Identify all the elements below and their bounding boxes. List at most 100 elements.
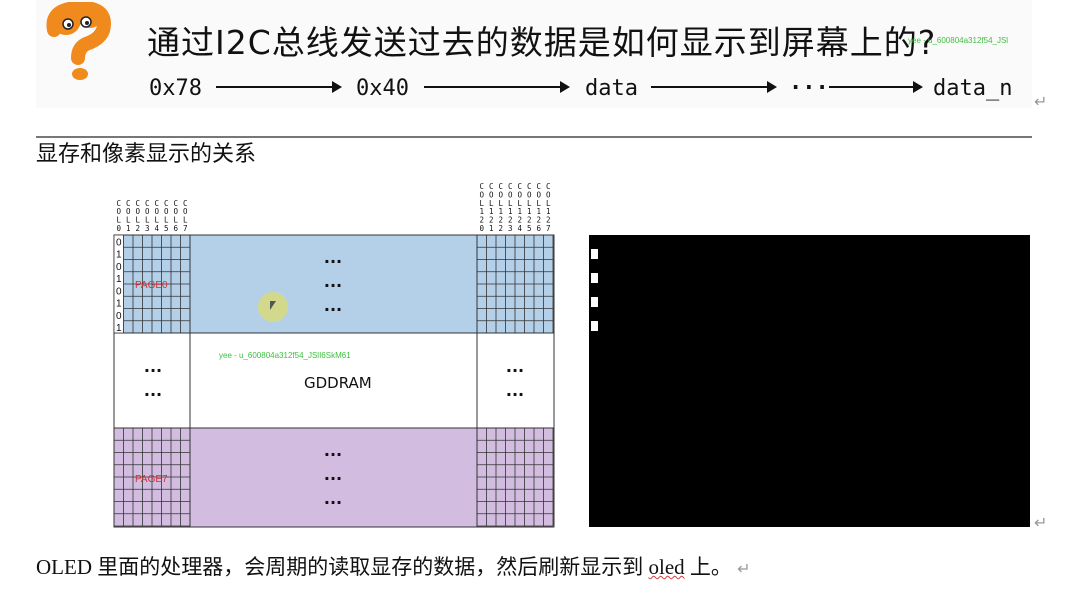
col-header-char: C bbox=[173, 199, 178, 208]
col-header-char: L bbox=[126, 216, 131, 225]
col-header-char: 2 bbox=[479, 216, 484, 225]
col-header-char: C bbox=[154, 199, 159, 208]
col-header-char: 1 bbox=[517, 207, 522, 216]
col-header-char: 1 bbox=[489, 224, 494, 233]
col-header-char: L bbox=[164, 216, 169, 225]
return-mark-icon: ↵ bbox=[1034, 513, 1048, 532]
sequence-item-0: 0x78 bbox=[149, 76, 202, 101]
section-heading: 显存和像素显示的关系 bbox=[36, 142, 257, 167]
col-header-char: O bbox=[527, 190, 532, 199]
col-header-char: O bbox=[508, 190, 513, 199]
col-header-char: O bbox=[173, 207, 178, 216]
slide-title: 通过I2C总线发送过去的数据是如何显示到屏幕上的? bbox=[147, 23, 937, 62]
col-header-char: 3 bbox=[145, 224, 150, 233]
col-header-char: 0 bbox=[479, 224, 484, 233]
col-header-char: O bbox=[154, 207, 159, 216]
col-header-char: O bbox=[517, 190, 522, 199]
col-header-char: C bbox=[116, 199, 121, 208]
bit-value: 0 bbox=[116, 237, 122, 248]
col-header-char: 4 bbox=[154, 224, 159, 233]
ellipsis-left: ······ bbox=[143, 361, 163, 404]
watermark: yee - u_600804a312f54_JSlI6SkM61 bbox=[219, 351, 351, 360]
page0-label: PAGE0 bbox=[135, 280, 168, 291]
col-header-char: L bbox=[508, 199, 513, 208]
middle-left-block bbox=[114, 333, 190, 428]
col-header-char: L bbox=[173, 216, 178, 225]
col-header-char: 1 bbox=[546, 207, 551, 216]
col-header-char: 2 bbox=[135, 224, 140, 233]
lit-pixel bbox=[591, 321, 598, 331]
col-header-char: L bbox=[154, 216, 159, 225]
col-header-char: L bbox=[546, 199, 551, 208]
col-header-char: 1 bbox=[536, 207, 541, 216]
body-text-start: OLED 里面的处理器，会周期的读取显存的数据，然后刷新显示到 bbox=[36, 555, 649, 579]
middle-right-block bbox=[477, 333, 554, 428]
body-text-end: 上。 bbox=[684, 555, 732, 579]
page7-band bbox=[114, 428, 554, 527]
col-header-char: 5 bbox=[164, 224, 169, 233]
sequence-item-2: data bbox=[585, 76, 638, 101]
col-header-char: 1 bbox=[126, 224, 131, 233]
col-header-char: L bbox=[116, 216, 121, 225]
col-header-char: C bbox=[479, 182, 484, 191]
arrow-icon bbox=[829, 81, 923, 93]
col-header-char: L bbox=[479, 199, 484, 208]
col-header-char: 7 bbox=[183, 224, 188, 233]
col-header-char: C bbox=[164, 199, 169, 208]
arrow-icon bbox=[216, 81, 342, 93]
col-header-char: 4 bbox=[517, 224, 522, 233]
col-header-char: L bbox=[183, 216, 188, 225]
col-header-char: O bbox=[546, 190, 551, 199]
ellipsis-page7: ········· bbox=[323, 445, 343, 512]
bit-value: 1 bbox=[116, 250, 122, 261]
col-header-char: 2 bbox=[517, 216, 522, 225]
bit-value: 1 bbox=[116, 274, 122, 285]
bit-column bbox=[113, 234, 124, 334]
col-header-char: 2 bbox=[546, 216, 551, 225]
gddram-grid: 01010101COL0COL1COL2COL3COL4COL5COL6COL7… bbox=[113, 182, 555, 528]
lit-pixel bbox=[591, 297, 598, 307]
col-header-char: O bbox=[135, 207, 140, 216]
col-header-char: C bbox=[546, 182, 551, 191]
col-header-char: O bbox=[498, 190, 503, 199]
lit-pixel bbox=[591, 249, 598, 259]
col-header-char: O bbox=[489, 190, 494, 199]
watermark: yee - u_600804a312f54_JSl bbox=[908, 36, 1009, 45]
col-header-char: 3 bbox=[508, 224, 513, 233]
col-header-char: 2 bbox=[498, 224, 503, 233]
sequence-item-1: 0x40 bbox=[356, 76, 409, 101]
col-header-char: O bbox=[145, 207, 150, 216]
arrow-icon bbox=[424, 81, 570, 93]
col-header-char: C bbox=[508, 182, 513, 191]
col-header-char: C bbox=[489, 182, 494, 191]
body-paragraph: OLED 里面的处理器，会周期的读取显存的数据，然后刷新显示到 oled 上。 … bbox=[36, 551, 751, 581]
col-header-char: L bbox=[489, 199, 494, 208]
col-header-char: L bbox=[498, 199, 503, 208]
col-header-char: 1 bbox=[498, 207, 503, 216]
bit-value: 1 bbox=[116, 299, 122, 310]
col-header-char: 7 bbox=[546, 224, 551, 233]
ellipsis-page0: ········· bbox=[323, 252, 343, 319]
gddram-label: GDDRAM bbox=[304, 374, 372, 392]
col-header-char: L bbox=[135, 216, 140, 225]
bit-value: 0 bbox=[116, 286, 122, 297]
col-header-char: O bbox=[126, 207, 131, 216]
col-header-char: 1 bbox=[479, 207, 484, 216]
divider bbox=[36, 136, 1032, 138]
bit-value: 0 bbox=[116, 262, 122, 273]
col-header-char: O bbox=[536, 190, 541, 199]
oled-screen bbox=[589, 235, 1030, 527]
col-header-char: 0 bbox=[116, 224, 121, 233]
mouse-cursor-icon bbox=[258, 292, 288, 322]
col-header-char: C bbox=[536, 182, 541, 191]
bit-value: 0 bbox=[116, 311, 122, 322]
col-header-char: 5 bbox=[527, 224, 532, 233]
col-header-char: O bbox=[183, 207, 188, 216]
region-border bbox=[113, 332, 555, 429]
lit-pixel bbox=[591, 273, 598, 283]
col-header-char: 2 bbox=[498, 216, 503, 225]
arrow-icon bbox=[651, 81, 777, 93]
ellipsis-right: ······ bbox=[505, 361, 525, 404]
col-header-char: C bbox=[527, 182, 532, 191]
col-header-char: 2 bbox=[527, 216, 532, 225]
